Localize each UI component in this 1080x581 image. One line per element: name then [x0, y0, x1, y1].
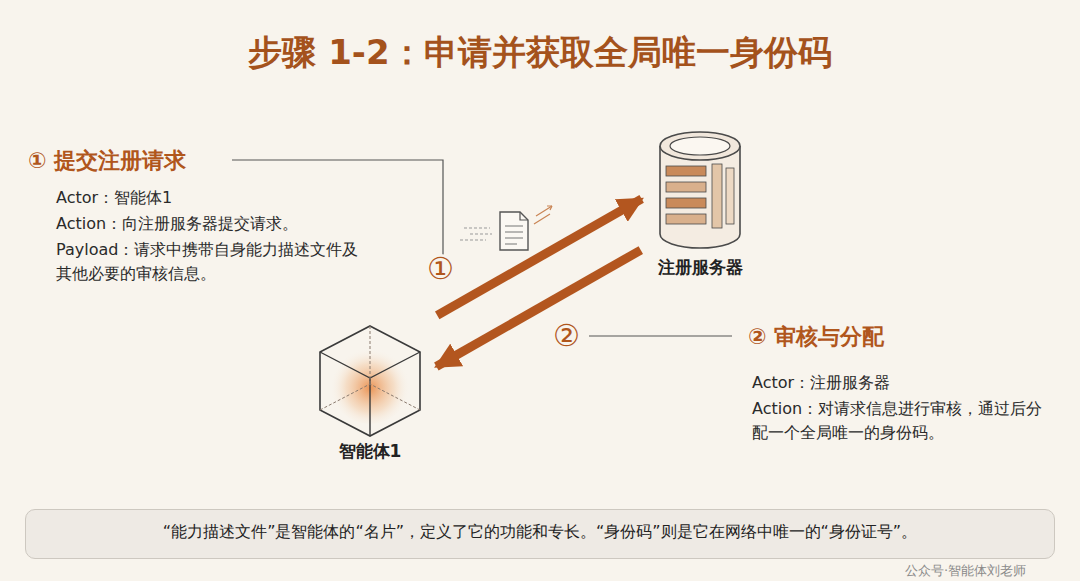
callout-text: Action：向注册服务器提交请求。: [56, 212, 376, 236]
watermark: 公众号·智能体刘老师: [905, 562, 1026, 580]
caption-text: “能力描述文件”是智能体的“名片”，定义了它的功能和专长。“身份码”则是它在网络…: [25, 522, 1055, 543]
callout-number: ②: [552, 321, 581, 351]
diagram-title: 步骤 1-2：申请并获取全局唯一身份码: [0, 30, 1080, 76]
callout-text: Payload：请求中携带自身能力描述文件及其他必要的审核信息。: [56, 238, 361, 286]
callout-text: Action：对请求信息进行审核，通过后分配一个全局唯一的身份码。: [752, 397, 1052, 445]
callout-heading: ① 提交注册请求: [28, 146, 186, 176]
server-icon: [650, 126, 750, 256]
node-label: 智能体1: [308, 440, 432, 463]
agent-node: 智能体1: [308, 318, 432, 463]
document-icon: [460, 206, 552, 250]
leader-line: [589, 335, 732, 336]
node-label: 注册服务器: [646, 256, 754, 279]
callout-text: Actor：智能体1: [56, 186, 376, 210]
cube-icon: [312, 318, 428, 440]
arrow-connector: [436, 250, 640, 366]
callout-heading: ② 审核与分配: [748, 322, 884, 352]
callout-number: ①: [426, 254, 455, 284]
arrow-connector: [437, 199, 641, 315]
callout-text: Actor：注册服务器: [752, 371, 1057, 395]
server-node: 注册服务器: [646, 126, 754, 279]
